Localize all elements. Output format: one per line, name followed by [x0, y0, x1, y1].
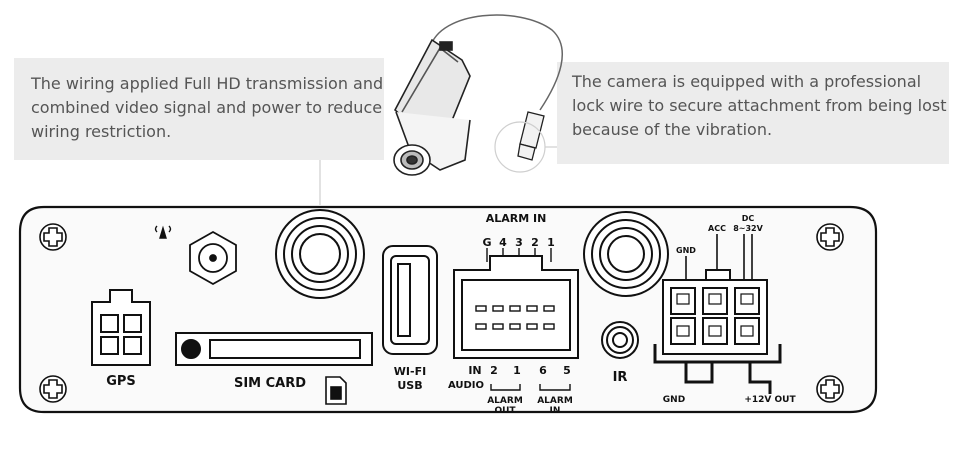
callout-lock-line-1: The camera is equipped with a profession… — [572, 72, 922, 91]
callout-lock-line-3: because of the vibration. — [572, 120, 773, 139]
alarm-in-pin-2: 2 — [531, 236, 539, 249]
alarm-in-pin-6: 6 — [539, 364, 547, 377]
camera-round-connector-2 — [583, 211, 669, 297]
alarm-in-pin-g: G — [482, 236, 491, 249]
alarm-in-pin-3: 3 — [515, 236, 523, 249]
screw-icon — [816, 375, 844, 403]
antenna-icon — [154, 225, 172, 239]
alarm-in-lower-label-1: ALARM — [537, 396, 573, 406]
gnd-bottom-label: GND — [663, 395, 685, 405]
usb-port — [382, 245, 438, 355]
alarm-audio-connector — [453, 255, 579, 359]
alarm-out-pin-2: 2 — [490, 364, 498, 377]
callout-wiring-line-1: The wiring applied Full HD transmission … — [31, 74, 384, 93]
screw-icon — [816, 223, 844, 251]
alarm-in-pin-4: 4 — [499, 236, 507, 249]
callout-lock-wire: The camera is equipped with a profession… — [557, 62, 949, 164]
screw-icon — [39, 375, 67, 403]
gps-label: GPS — [106, 374, 136, 389]
alarm-in-title: ALARM IN — [486, 212, 547, 225]
callout-wiring: The wiring applied Full HD transmission … — [14, 58, 384, 160]
alarm-in-lower-label-2: IN — [550, 406, 561, 416]
alarm-in-pin-5: 5 — [563, 364, 571, 377]
wifi-label: WI-FI — [394, 365, 426, 378]
acc-label: ACC — [708, 224, 726, 233]
callout-wiring-line-3: wiring restriction. — [31, 122, 172, 141]
gnd-top-label: GND — [676, 246, 696, 255]
out-12v-label: +12V OUT — [744, 395, 796, 405]
lock-wire-plug — [517, 111, 545, 161]
screw-icon — [39, 223, 67, 251]
sim-card-label: SIM CARD — [234, 376, 306, 391]
callout-wiring-line-2: combined video signal and power to reduc… — [31, 98, 383, 117]
sim-card-slot — [175, 332, 373, 366]
audio-in-label: IN — [468, 364, 481, 377]
usb-label: USB — [397, 379, 422, 392]
camera-round-connector — [275, 209, 365, 299]
alarm-in-pin-1: 1 — [547, 236, 555, 249]
antenna-connector — [189, 230, 237, 286]
camera-illustration — [393, 14, 563, 176]
audio-label: AUDIO — [448, 380, 484, 391]
ir-label: IR — [613, 370, 628, 385]
sim-card-icon — [325, 376, 347, 405]
power-leads — [685, 234, 753, 280]
gps-connector — [91, 289, 151, 366]
dc-voltage-label: 8~32V — [733, 224, 763, 233]
power-connector — [662, 269, 768, 355]
dc-label: DC — [742, 214, 755, 223]
callout-lock-line-2: lock wire to secure attachment from bein… — [572, 96, 947, 115]
alarm-brackets — [490, 384, 571, 391]
alarm-out-pin-1: 1 — [513, 364, 521, 377]
power-output-brackets — [653, 344, 782, 394]
alarm-out-label-1: ALARM — [487, 396, 523, 406]
ir-jack — [601, 321, 639, 359]
alarm-out-label-2: OUT — [494, 406, 516, 416]
